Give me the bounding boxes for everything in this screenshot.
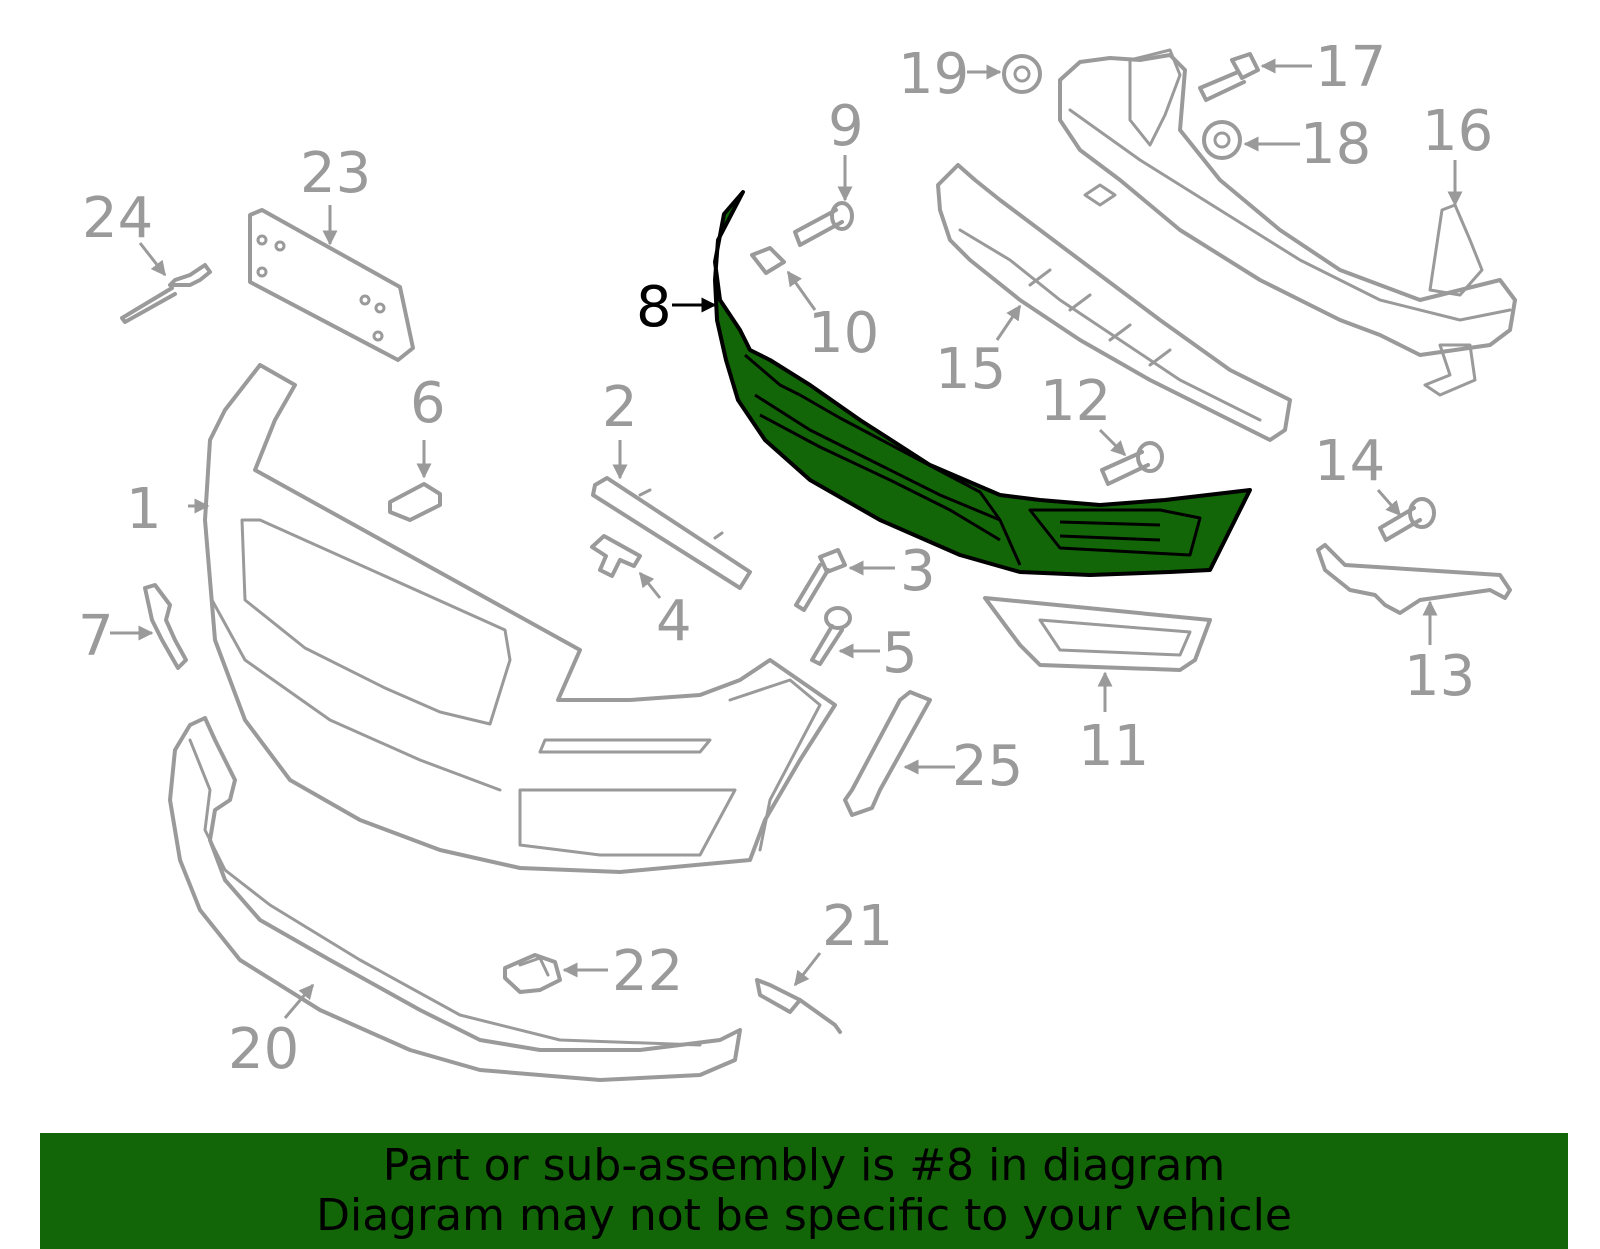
part-2-bracket xyxy=(591,476,752,590)
callout-9: 9 xyxy=(828,94,864,159)
callout-11: 11 xyxy=(1078,714,1149,779)
banner-line-2: Diagram may not be specific to your vehi… xyxy=(316,1190,1292,1241)
callout-20: 20 xyxy=(228,1017,299,1082)
callout-7: 7 xyxy=(78,604,114,669)
part-23-license-bracket xyxy=(248,208,415,362)
callout-22: 22 xyxy=(612,939,683,1004)
callout-15: 15 xyxy=(935,337,1006,402)
callout-numbers: 1 2 3 4 5 6 7 8 9 10 11 12 13 14 15 16 1… xyxy=(78,35,1493,1082)
callout-2: 2 xyxy=(602,375,638,440)
callout-5: 5 xyxy=(882,621,918,686)
part-12-screw xyxy=(1100,441,1164,486)
part-22-clip xyxy=(503,953,562,994)
part-9-screw xyxy=(793,201,854,247)
leader-lines xyxy=(110,58,1463,1019)
part-11-bezel xyxy=(983,596,1212,672)
callout-1: 1 xyxy=(126,477,162,542)
callout-4: 4 xyxy=(656,589,692,654)
part-4-clip xyxy=(590,534,642,578)
part-20-lower-lip xyxy=(168,716,742,1082)
callout-25: 25 xyxy=(952,734,1023,799)
callout-23: 23 xyxy=(300,141,371,206)
part-1-bumper-cover xyxy=(203,363,837,874)
callout-12: 12 xyxy=(1040,369,1111,434)
part-14-screw xyxy=(1378,497,1436,542)
part-24-rivet xyxy=(120,263,212,324)
callout-10: 10 xyxy=(808,301,879,366)
part-6-block xyxy=(388,482,442,522)
part-3-screw xyxy=(794,548,847,612)
callout-6: 6 xyxy=(410,371,446,436)
callout-18: 18 xyxy=(1300,112,1371,177)
part-10-clip xyxy=(750,246,786,275)
info-banner: Part or sub-assembly is #8 in diagram Di… xyxy=(40,1133,1568,1249)
callout-3: 3 xyxy=(900,539,936,604)
part-25-bracket xyxy=(843,690,932,817)
banner-line-1: Part or sub-assembly is #8 in diagram xyxy=(382,1140,1226,1191)
part-13-bracket xyxy=(1316,543,1512,615)
callout-21: 21 xyxy=(822,894,893,959)
part-15-absorber xyxy=(936,163,1292,442)
callout-13: 13 xyxy=(1404,644,1475,709)
part-19-nut xyxy=(1002,54,1042,94)
part-16-reinforcement xyxy=(1058,48,1517,397)
callout-17: 17 xyxy=(1315,35,1386,100)
callout-16: 16 xyxy=(1422,99,1493,164)
callout-24: 24 xyxy=(82,186,153,251)
part-7-bracket xyxy=(143,583,188,670)
part-18-nut xyxy=(1202,120,1242,160)
callout-8: 8 xyxy=(636,275,672,340)
part-17-bolt xyxy=(1198,52,1260,102)
part-5-screw xyxy=(810,606,852,666)
part-8-grille-highlighted xyxy=(713,190,1252,577)
callout-14: 14 xyxy=(1314,429,1385,494)
callout-19: 19 xyxy=(898,42,969,107)
part-21-push-pin xyxy=(755,978,842,1034)
